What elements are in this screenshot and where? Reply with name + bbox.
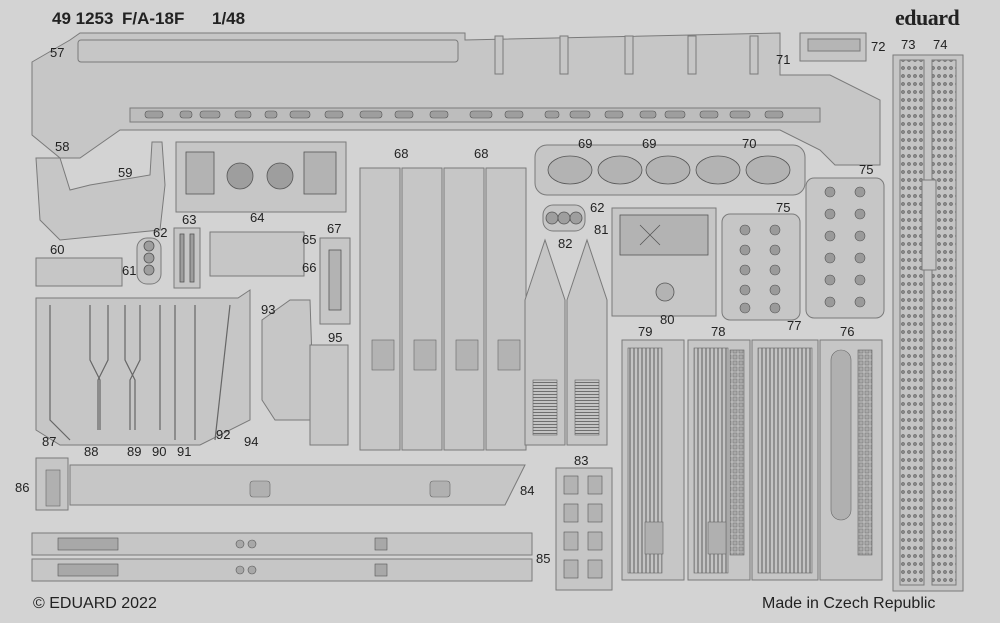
part-63 <box>173 227 201 289</box>
part-68-b <box>401 167 443 451</box>
part-label: 62 <box>153 225 167 240</box>
part-57 <box>77 39 459 63</box>
part-68-a <box>359 167 401 451</box>
scale-label: 1/48 <box>212 9 246 28</box>
part-label: 78 <box>711 324 725 339</box>
part-95 <box>309 344 349 446</box>
part-74 <box>931 59 957 586</box>
part-label: 67 <box>327 221 341 236</box>
part-label: 77 <box>787 318 801 333</box>
part-label: 90 <box>152 444 166 459</box>
part-68-c <box>443 167 485 451</box>
part-label: 92 <box>216 427 230 442</box>
part-85-a <box>31 532 533 556</box>
tab <box>624 35 634 75</box>
part-label: 58 <box>55 139 69 154</box>
copyright-text: © EDUARD 2022 <box>33 595 157 612</box>
tab <box>559 35 569 75</box>
part-label: 60 <box>50 242 64 257</box>
part-65-66 <box>209 231 305 277</box>
part-label: 81 <box>594 222 608 237</box>
slot-row <box>144 110 784 119</box>
part-label: 91 <box>177 444 191 459</box>
tab <box>687 35 697 75</box>
fret-frame-top <box>31 32 881 166</box>
part-label: 89 <box>127 444 141 459</box>
part-label: 80 <box>660 312 674 327</box>
part-75-b <box>805 177 885 319</box>
brand-logo: eduard <box>895 5 960 30</box>
part-label: 70 <box>742 136 756 151</box>
part-87-92 <box>35 289 251 446</box>
part-75-a <box>721 213 801 321</box>
part-label: 75 <box>776 200 790 215</box>
origin-text: Made in Czech Republic <box>762 595 936 612</box>
part-label: 75 <box>859 162 873 177</box>
part-label: 68 <box>394 146 408 161</box>
part-label: 72 <box>871 39 885 54</box>
part-label: 93 <box>261 302 275 317</box>
tab <box>494 35 504 75</box>
part-label: 69 <box>578 136 592 151</box>
part-label: 71 <box>776 52 790 67</box>
part-label: 65 <box>302 232 316 247</box>
part-label: 57 <box>50 45 64 60</box>
part-68-d <box>485 167 527 451</box>
part-label: 87 <box>42 434 56 449</box>
part-label: 85 <box>536 551 550 566</box>
tab <box>749 35 759 75</box>
part-75-dots <box>739 186 866 314</box>
part-label: 68 <box>474 146 488 161</box>
part-label: 61 <box>122 263 136 278</box>
part-label: 88 <box>84 444 98 459</box>
part-84 <box>69 464 526 506</box>
part-label: 82 <box>558 236 572 251</box>
part-label: 62 <box>590 200 604 215</box>
part-label: 63 <box>182 212 196 227</box>
part-60 <box>35 257 123 287</box>
part-label: 69 <box>642 136 656 151</box>
part-label: 94 <box>244 434 258 449</box>
part-label: 86 <box>15 480 29 495</box>
model-name: F/A-18F <box>122 9 185 28</box>
set-number: 49 1253 <box>52 9 114 28</box>
part-label: 95 <box>328 330 342 345</box>
part-85-b <box>31 558 533 582</box>
part-label: 74 <box>933 37 947 52</box>
part-73 <box>899 59 925 586</box>
part-label: 59 <box>118 165 132 180</box>
part-93-94 <box>261 299 313 421</box>
part-label: 83 <box>574 453 588 468</box>
part-label: 66 <box>302 260 316 275</box>
part-label: 76 <box>840 324 854 339</box>
part-label: 73 <box>901 37 915 52</box>
part-label: 64 <box>250 210 264 225</box>
part-label: 79 <box>638 324 652 339</box>
part-label: 84 <box>520 483 534 498</box>
part-58-59 <box>35 141 166 241</box>
